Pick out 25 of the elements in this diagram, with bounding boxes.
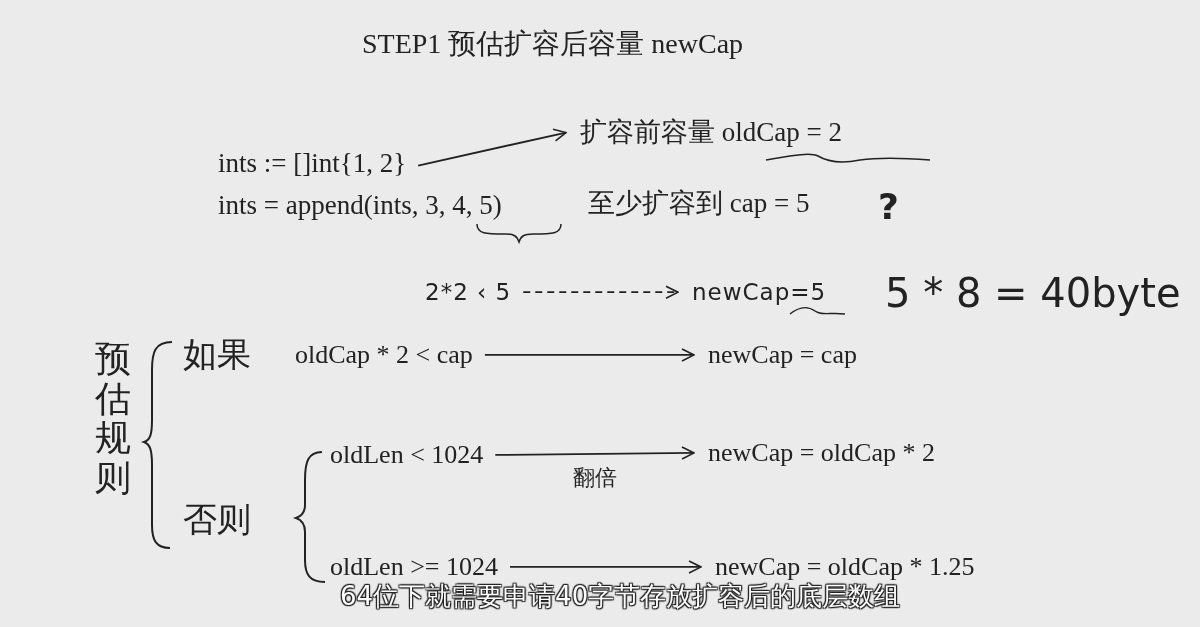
- code-text: oldLen >= 1024: [330, 552, 498, 582]
- arrow: [494, 446, 695, 460]
- note-text: 至少扩容到 cap = 5: [588, 188, 810, 220]
- title: STEP1 预估扩容后容量 newCap: [362, 28, 744, 61]
- arrow: [522, 285, 679, 299]
- code-text: newCap = cap: [708, 340, 857, 370]
- code-text: oldLen < 1024: [330, 440, 484, 470]
- code-text: 2*2 ‹ 5: [425, 279, 512, 306]
- code-text: 扩容前容量 oldCap = 2: [580, 117, 842, 149]
- question-mark: ?: [878, 186, 899, 228]
- arrow: [417, 128, 567, 167]
- code-text: newCap=5: [692, 279, 827, 306]
- edge-label: 翻倍: [570, 464, 619, 491]
- formula-text: 5 * 8 = 40byte: [885, 270, 1181, 316]
- code-text: newCap = oldCap * 1.25: [715, 552, 975, 582]
- code-text: ints = append(ints, 3, 4, 5): [218, 190, 502, 222]
- condition-label: 如果: [183, 335, 251, 375]
- arrow: [509, 560, 702, 574]
- code-text: newCap = oldCap * 2: [708, 438, 935, 468]
- subtitle-caption: 64位下就需要申请40字节存放扩容后的底层数组: [340, 582, 901, 612]
- arrow: [483, 348, 695, 362]
- code-text: ints := []int{1, 2}: [218, 148, 407, 180]
- vertical-heading: 预估规则: [95, 340, 131, 499]
- condition-label: 否则: [183, 500, 251, 540]
- code-text: oldCap * 2 < cap: [295, 340, 473, 370]
